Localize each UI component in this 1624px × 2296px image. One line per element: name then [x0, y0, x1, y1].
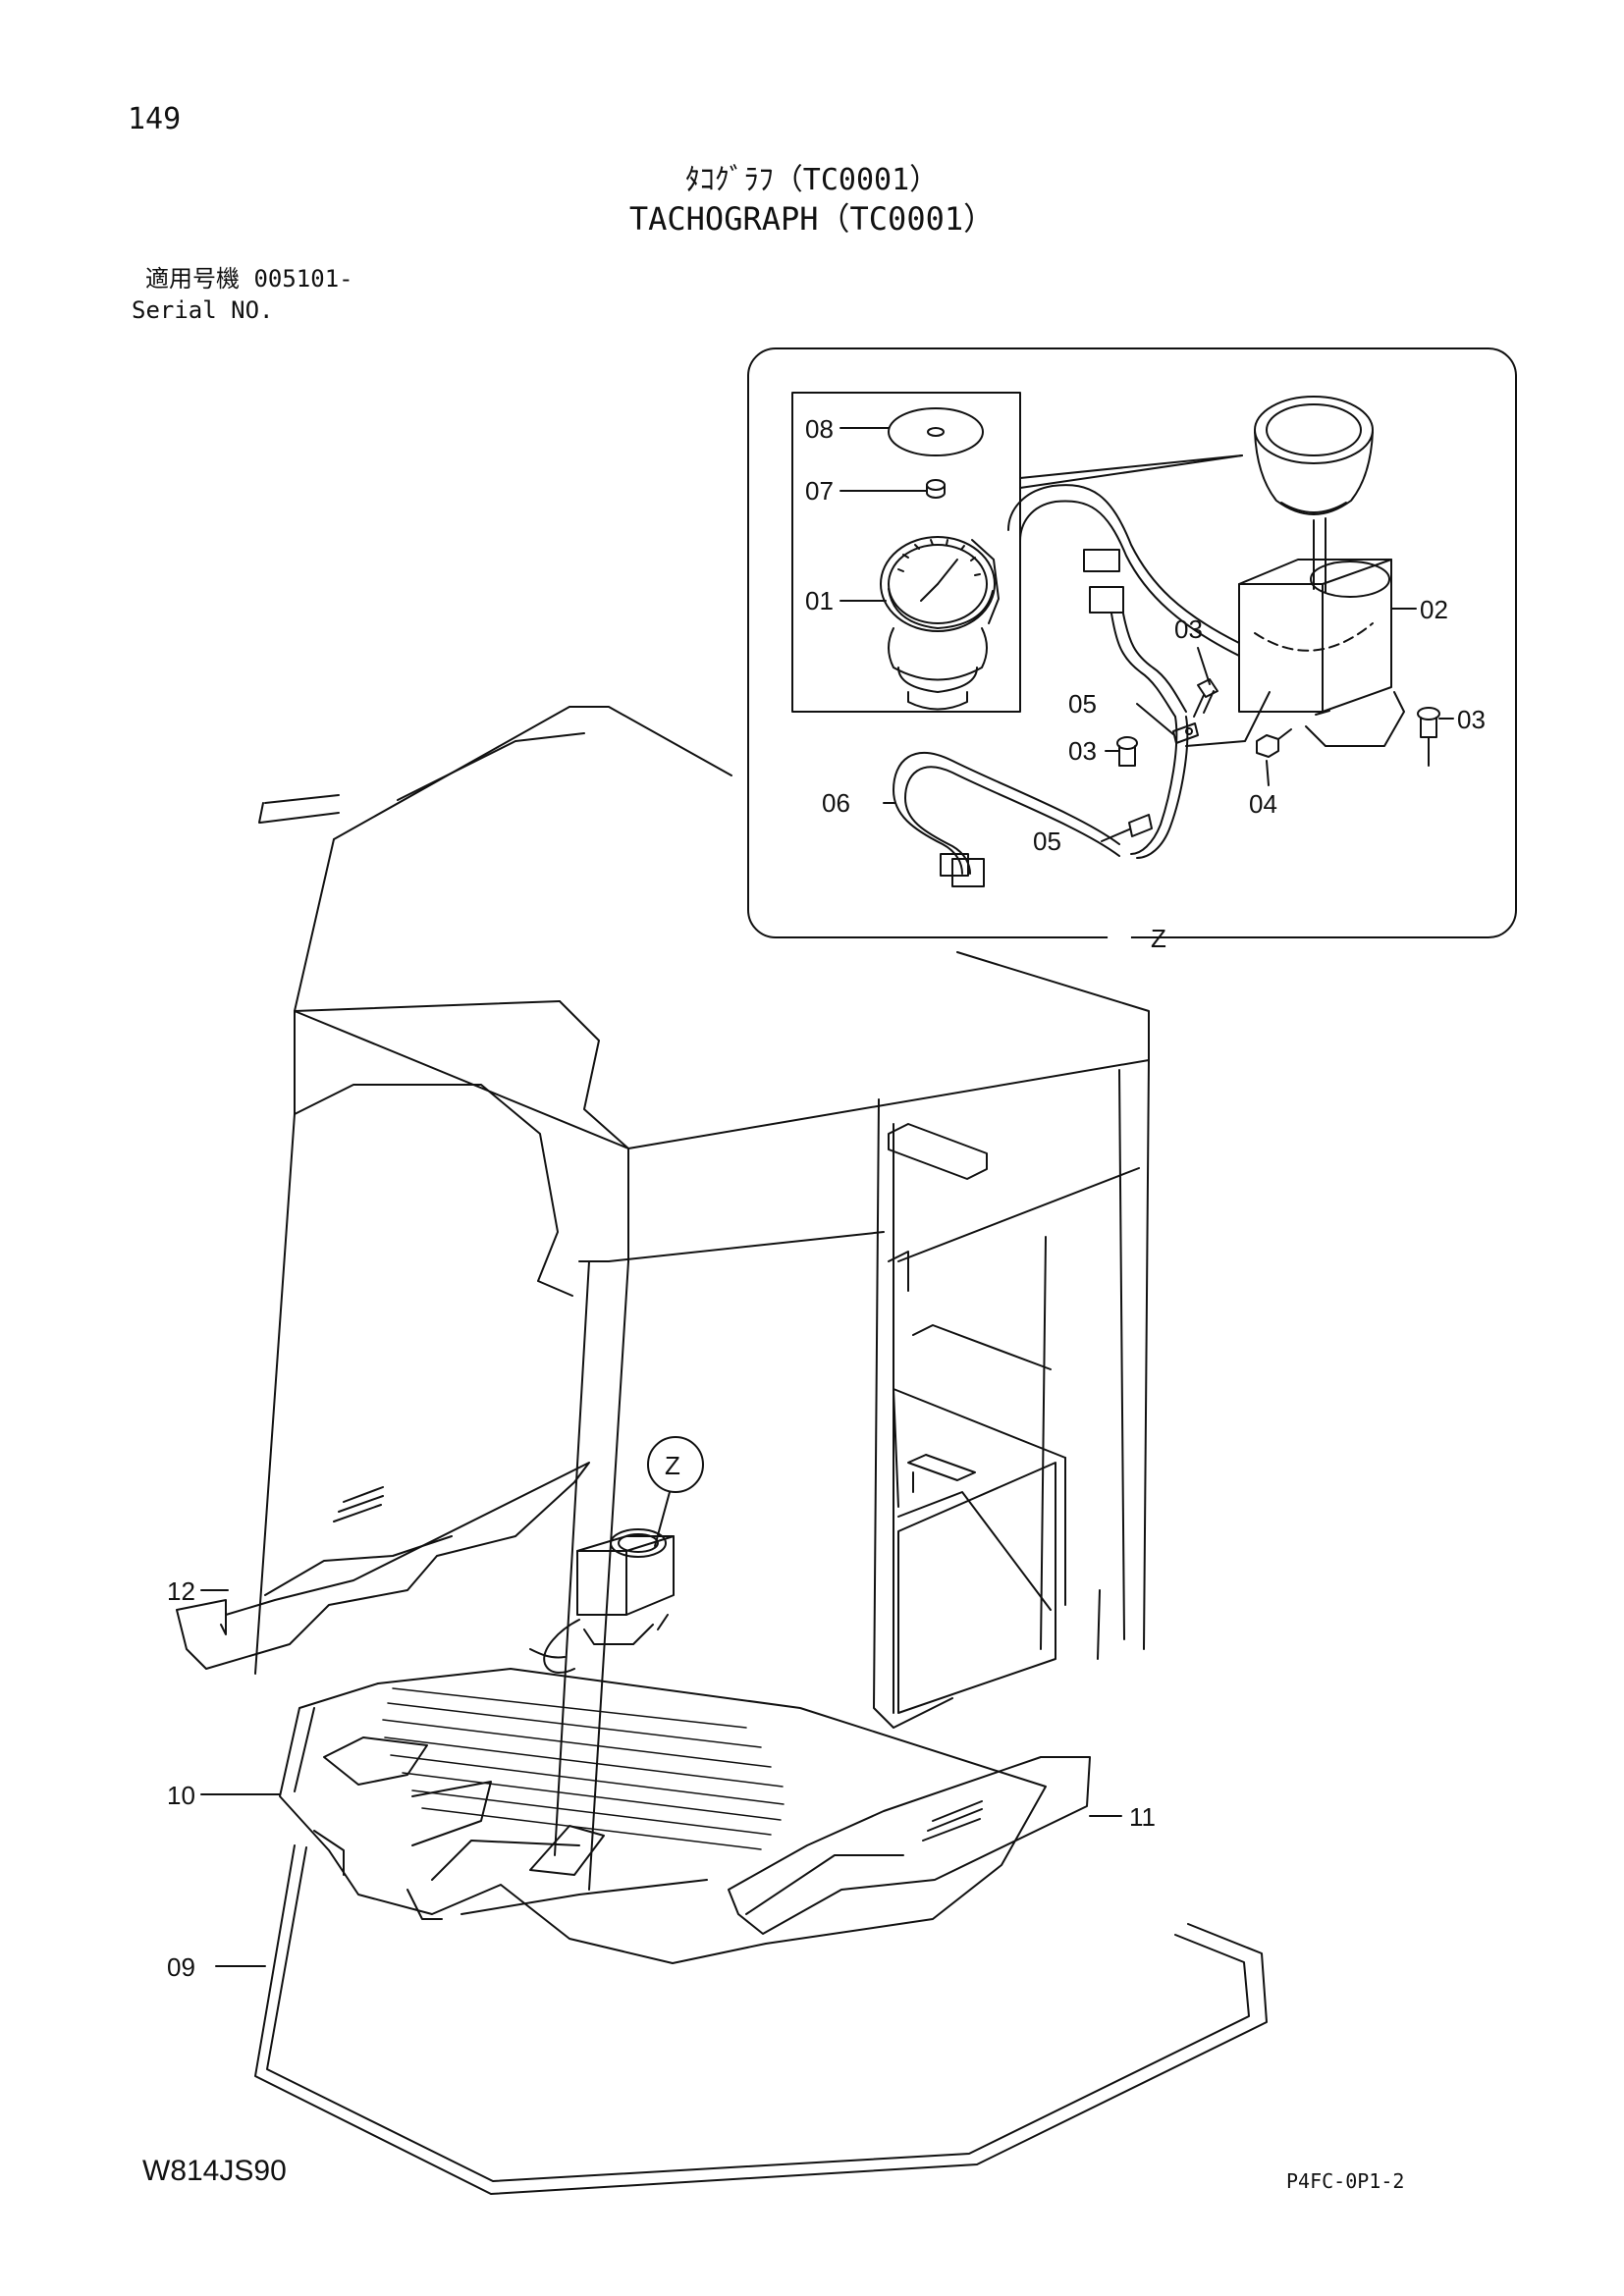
part-03-bolt-a: [1193, 678, 1218, 718]
part-01-tachograph-unit: [880, 536, 1000, 711]
serial-range-japanese: 適用号機 005101-: [145, 265, 353, 293]
callout-03-a: 03: [1174, 614, 1203, 644]
detail-view-frame: [747, 347, 1517, 938]
part-12-side-panel: [176, 1462, 590, 1670]
part-09-floor-seal: [254, 1844, 1268, 2195]
part-03-bolt-b: [1116, 736, 1138, 767]
part-04-nut: [1256, 728, 1292, 758]
page-number: 149: [128, 102, 182, 136]
inset-leader-2: [1019, 454, 1243, 489]
callout-05-b: 05: [1033, 827, 1061, 856]
callout-06: 06: [822, 788, 850, 818]
model-code: W814JS90: [142, 2155, 287, 2187]
detail-inset-frame: [791, 392, 1021, 713]
floor-ribs: [382, 1687, 785, 1850]
detail-leader-lines: [839, 427, 1454, 939]
wire-harness: [893, 484, 1271, 887]
part-03-bolt-c: [1417, 707, 1440, 738]
callout-10: 10: [167, 1781, 195, 1810]
part-07-ring: [926, 479, 946, 499]
callout-12: 12: [167, 1576, 195, 1606]
cab-outline: [254, 706, 1150, 1891]
main-leader-lines: [200, 1589, 1122, 1967]
part-08-disc: [888, 407, 984, 456]
detail-marker-label: Z: [665, 1451, 680, 1480]
detail-z-marker: [647, 1436, 704, 1547]
inset-leader-1: [1019, 454, 1243, 479]
callout-08: 08: [805, 414, 834, 444]
installed-tachograph: [529, 1528, 675, 1674]
callout-04: 04: [1249, 789, 1277, 819]
callout-01: 01: [805, 586, 834, 615]
part-11-side-panel: [728, 1756, 1091, 1935]
page-code: P4FC-0P1-2: [1286, 2169, 1405, 2193]
callout-11: 11: [1129, 1802, 1156, 1832]
callout-03-b: 03: [1068, 736, 1097, 766]
title-english: TACHOGRAPH（TC0001）: [628, 200, 996, 238]
callout-03-c: 03: [1457, 705, 1486, 734]
part-10-floor-plate: [279, 1668, 1047, 1964]
callout-05-a: 05: [1068, 689, 1097, 719]
callout-07: 07: [805, 476, 834, 506]
serial-label-english: Serial NO.: [132, 296, 274, 324]
title-japanese: ﾀｺｸﾞﾗﾌ（TC0001）: [684, 163, 940, 197]
part-02-housing: [1238, 396, 1405, 747]
callout-09: 09: [167, 1952, 195, 1982]
detail-view-label: Z: [1151, 924, 1166, 953]
callout-02: 02: [1420, 595, 1448, 624]
